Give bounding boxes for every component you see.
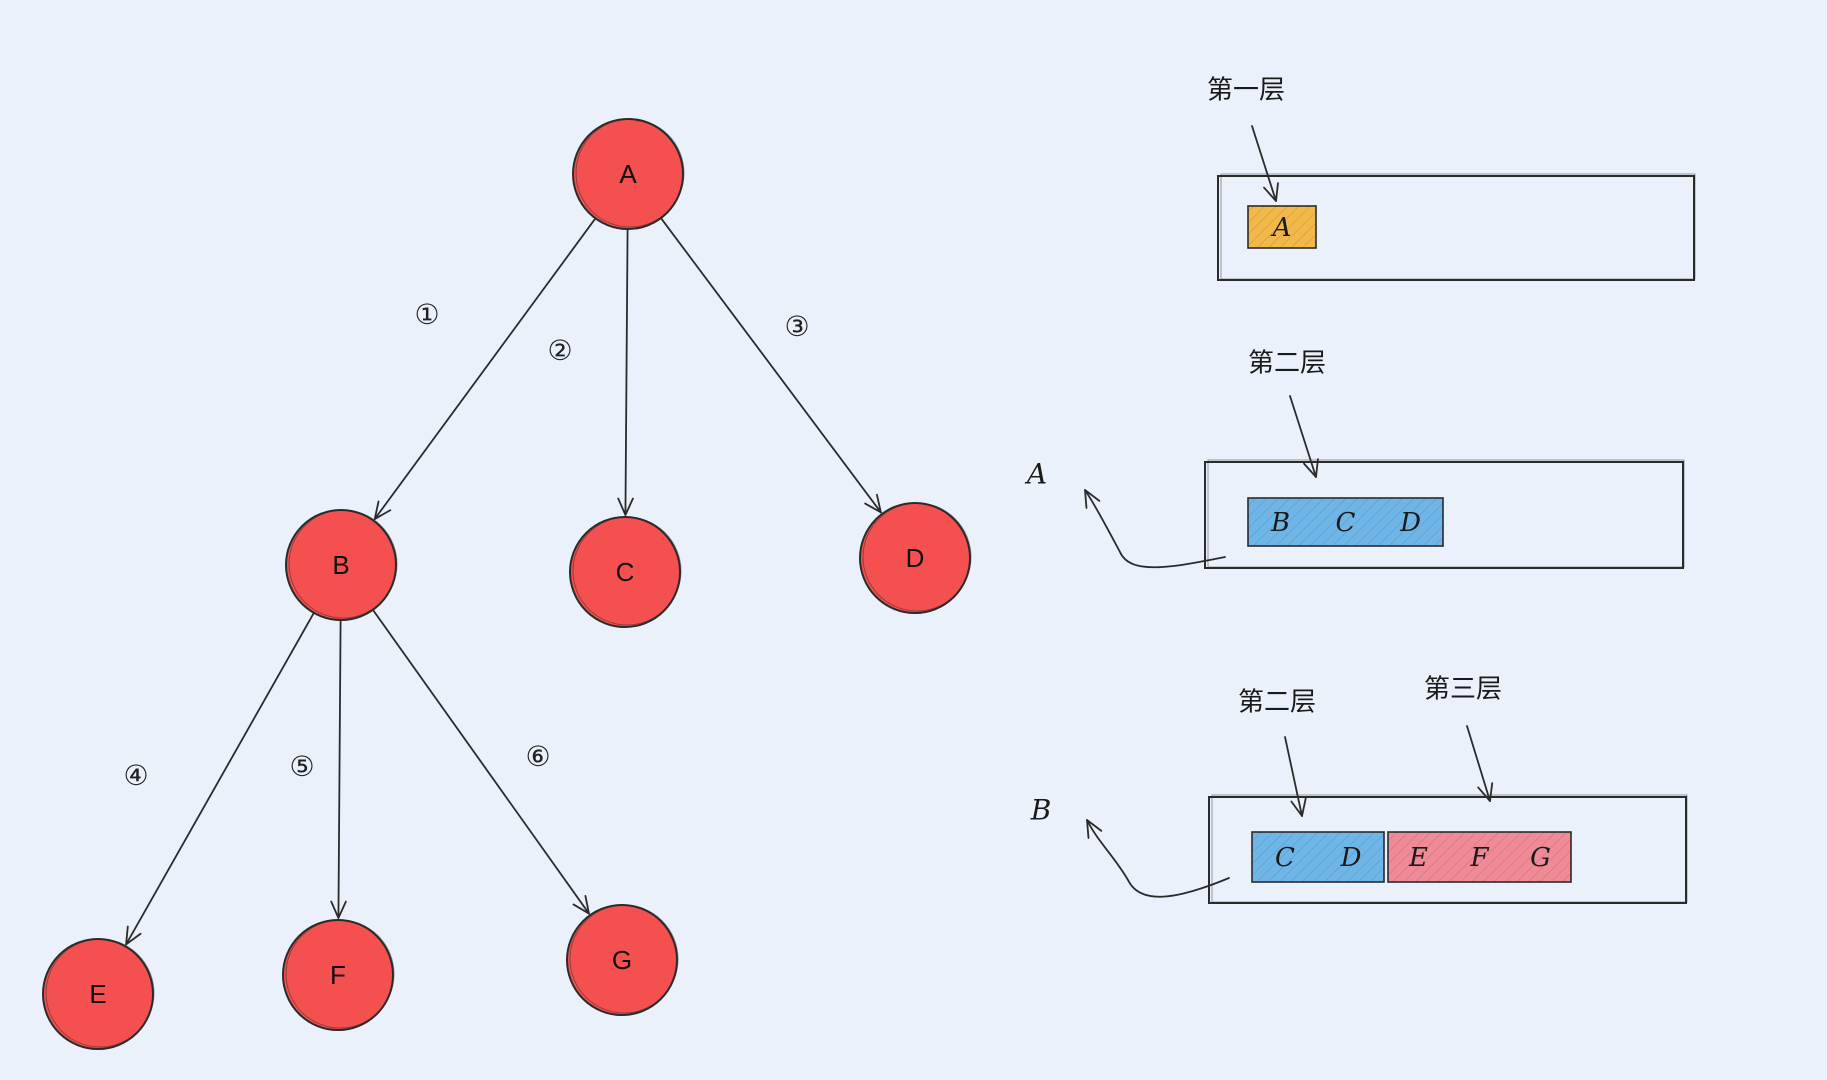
queue-item-G: G [1530, 843, 1551, 873]
arrowhead-icon [373, 500, 392, 520]
pointer-line [1289, 395, 1317, 478]
node-sketch-outline [572, 516, 682, 626]
step-label: ① [414, 298, 439, 331]
edge-line [371, 608, 590, 915]
arrowhead-icon [1290, 797, 1307, 817]
arrowhead-icon [1263, 182, 1279, 202]
edge-B-E: ④ [123, 611, 315, 946]
segment-hatch [1252, 832, 1384, 882]
queue-box [1208, 796, 1687, 904]
segment-hatch [1248, 206, 1316, 248]
node-label: G [612, 945, 632, 975]
pointer-line [1284, 736, 1303, 817]
level-label: 第一层 [1207, 76, 1285, 106]
queue-item-F: F [1469, 843, 1489, 873]
queue-segment: E F G [1387, 831, 1572, 883]
arrowhead-icon [1086, 819, 1103, 839]
level-label: 第二层 [1248, 349, 1326, 379]
node-sketch-outline [862, 502, 972, 612]
queue-box-sketch [1220, 173, 1696, 280]
dequeued-item: A [1024, 458, 1226, 569]
node-G: G [566, 904, 679, 1016]
edge-A-C: ② [547, 228, 634, 516]
dequeued-item: B [1030, 794, 1230, 898]
queue-state-1: A 第一层 [1207, 76, 1696, 281]
queue-segment: A [1247, 205, 1317, 249]
node-sketch-outline [569, 904, 679, 1014]
node-label: B [332, 550, 349, 580]
node-C: C [569, 516, 682, 628]
node-A: A [572, 118, 685, 230]
queue-state-2: B C D 第二层 A [1024, 349, 1685, 569]
node-sketch-outline [285, 919, 395, 1029]
dequeue-curve [1086, 819, 1230, 898]
node-D: D [859, 502, 972, 614]
dequeue-curve [1084, 489, 1226, 569]
edge-A-D: ③ [660, 217, 882, 514]
pointer-line [1466, 725, 1491, 802]
arrowhead-icon [617, 497, 634, 516]
arrowhead-icon [1084, 489, 1101, 509]
step-label: ② [547, 334, 572, 367]
node-label: A [619, 159, 637, 189]
node-B: B [285, 509, 398, 621]
pointer-line [1251, 125, 1277, 202]
queue-item-A: A [1271, 213, 1292, 243]
step-label: ④ [123, 759, 148, 792]
node-sketch-outline [575, 118, 685, 228]
edge-A-B: ① [373, 217, 597, 520]
level-pointer: 第一层 [1207, 76, 1285, 202]
arrowhead-icon [1477, 782, 1494, 802]
edge-line [337, 619, 342, 919]
arrowhead-icon [864, 493, 882, 514]
edge-line [373, 217, 597, 520]
arrowhead-icon [330, 900, 347, 919]
edge-line [125, 611, 315, 946]
queue-segment: B C D [1247, 497, 1444, 547]
edge-line [624, 228, 629, 516]
node-sketch-outline [45, 938, 155, 1048]
arrowhead-icon [572, 895, 590, 915]
step-label: ⑥ [525, 740, 550, 773]
edge-B-F: ⑤ [289, 619, 347, 919]
node-label: E [89, 979, 106, 1009]
queue-box [1204, 461, 1684, 569]
level-label: 第三层 [1424, 675, 1502, 705]
level-pointer: 第二层 [1248, 349, 1326, 478]
node-E: E [42, 938, 155, 1050]
step-label: ⑤ [289, 750, 314, 783]
segment-hatch [1248, 498, 1443, 546]
queue-item-D: D [1340, 843, 1362, 873]
level-pointer: 第二层 [1238, 688, 1316, 817]
dequeued-label: B [1030, 794, 1052, 827]
segment-hatch [1388, 832, 1571, 882]
dequeued-label: A [1024, 458, 1047, 491]
node-label: C [616, 557, 635, 587]
node-sketch-outline [288, 509, 398, 619]
queue-box-sketch [1211, 794, 1688, 903]
arrowhead-icon [125, 925, 142, 946]
level-label: 第二层 [1238, 688, 1316, 718]
edge-B-G: ⑥ [371, 608, 590, 915]
queue-item-D: D [1399, 508, 1421, 538]
node-label: D [906, 543, 925, 573]
level-pointer: 第三层 [1424, 675, 1502, 802]
node-label: F [330, 960, 346, 990]
edge-line [660, 217, 882, 514]
arrowhead-icon [1303, 458, 1319, 478]
step-label: ③ [784, 310, 809, 343]
queue-box-sketch [1207, 459, 1685, 568]
node-F: F [282, 919, 395, 1031]
queue-item-C: C [1275, 843, 1295, 873]
queue-item-B: B [1270, 508, 1290, 538]
queue-box [1217, 175, 1695, 281]
queue-item-E: E [1408, 843, 1428, 873]
queue-item-C: C [1336, 508, 1356, 538]
tree: ① ② ③ ④ ⑤ ⑥ A B C D E F G [42, 118, 972, 1050]
